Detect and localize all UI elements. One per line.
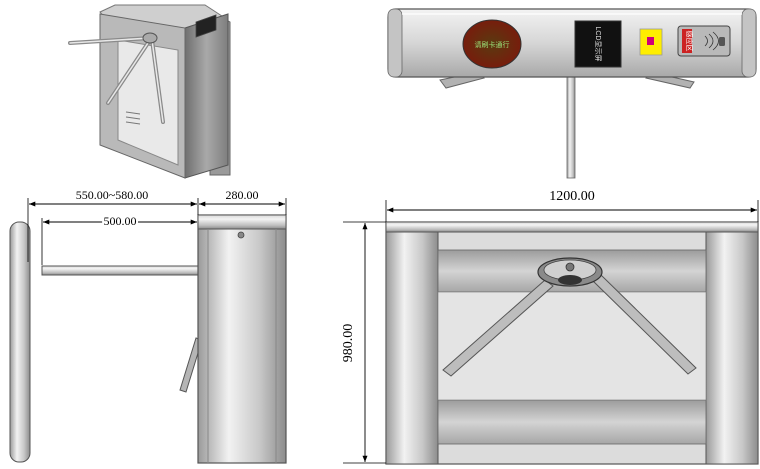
turnstile-top-panel-view: 请刷卡通行 LCD显示屏 感应区	[387, 8, 757, 179]
indicator-text: 请刷卡通行	[475, 40, 510, 49]
dim-cabinet-depth-label: 280.00	[226, 188, 259, 202]
turnstile-3d-view	[68, 4, 231, 179]
lcd-label: LCD显示屏	[594, 26, 602, 61]
lcd-screen	[574, 20, 622, 68]
card-reader-label: 感应区	[685, 31, 694, 52]
dim-arm-length-label: 500.00	[104, 214, 137, 228]
turnstile-side-view	[9, 214, 287, 464]
dim-height-label: 980.00	[341, 324, 356, 363]
dim-arm-reach-label: 550.00~580.00	[76, 188, 149, 202]
dim-overall-width-label: 1200.00	[549, 189, 595, 204]
indicator-light	[462, 19, 522, 69]
dimensions: 550.00~580.00 280.00 500.00 1200.00 980.…	[27, 188, 759, 464]
turnstile-front-view	[385, 221, 759, 465]
